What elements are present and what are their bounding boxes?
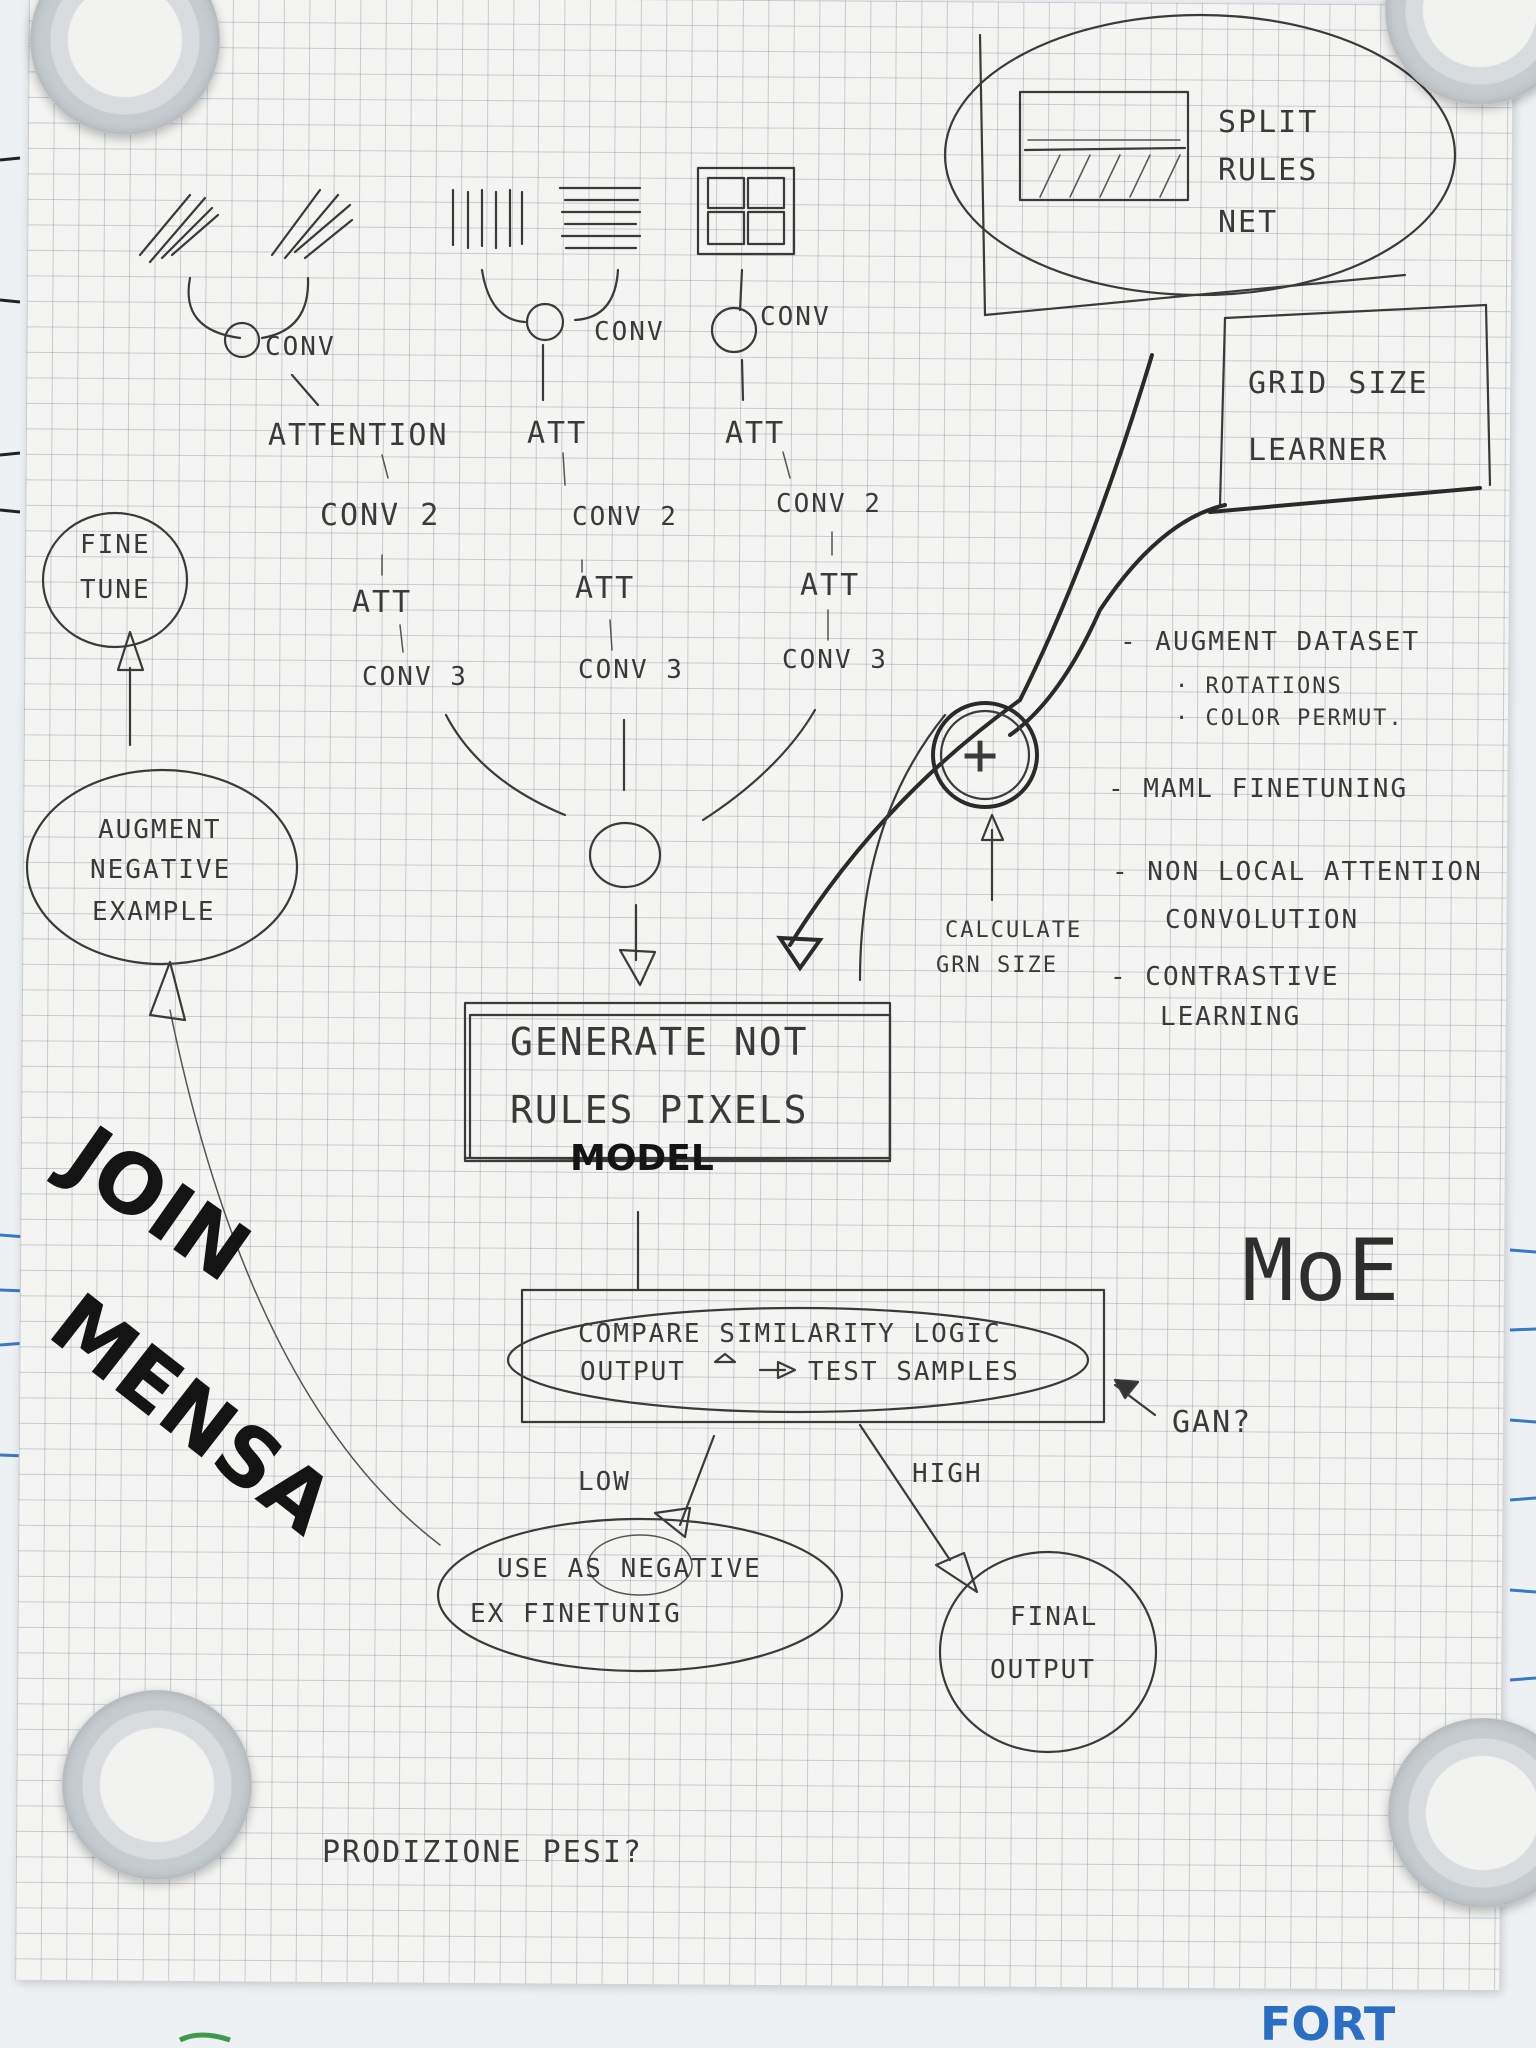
mensa-text: MENSA [33, 1276, 351, 1554]
magnet-bottom-right [1388, 1718, 1536, 1908]
augment-negative-line1: AUGMENT [98, 815, 222, 845]
magnet-bottom-left [62, 1690, 252, 1880]
branch2-att: ATT [527, 416, 587, 451]
branch1-conv3: CONV 3 [362, 662, 468, 692]
fine-tune-line1: FINE [80, 530, 151, 560]
use-negative-line2: EX FINETUNIG [470, 1599, 682, 1629]
use-negative-line1: USE AS NEGATIVE [497, 1554, 762, 1584]
generate-box-line2: RULES PIXELS [510, 1088, 809, 1132]
high-label: HIGH [912, 1459, 983, 1489]
conv-label-a: CONV [265, 332, 336, 362]
branch1-conv2: CONV 2 [320, 498, 440, 533]
branch2-conv3: CONV 3 [578, 655, 684, 685]
bullet-convolution: CONVOLUTION [1165, 905, 1359, 935]
diagonal-filter-icon [138, 188, 354, 264]
augment-negative-line3: EXAMPLE [92, 897, 216, 927]
grid-size-learner-line2: LEARNER [1248, 433, 1388, 468]
grid-size-learner-line1: GRID SIZE [1248, 366, 1429, 401]
compare-box-line1: COMPARE SIMILARITY LOGIC [578, 1319, 1002, 1349]
split-rules-net-line3: NET [1218, 205, 1278, 240]
plus-symbol: + [962, 720, 1000, 790]
calculate-line2: GRN SIZE [936, 953, 1058, 978]
branch1-att: ATT [352, 585, 412, 620]
bullet-learning: LEARNING [1160, 1002, 1301, 1032]
branch2-att2: ATT [575, 571, 635, 606]
model-label: MODEL [570, 1138, 714, 1179]
fine-tune-line2: TUNE [80, 575, 151, 605]
final-output-line1: FINAL [1010, 1602, 1098, 1632]
bottom-note: PRODIZIONE PESI? [322, 1835, 643, 1870]
calculate-line1: CALCULATE [945, 918, 1082, 943]
generate-box-line1: GENERATE NOT [510, 1020, 809, 1064]
low-label: LOW [578, 1467, 631, 1497]
gan-label: GAN? [1172, 1405, 1252, 1440]
final-output-line2: OUTPUT [990, 1655, 1096, 1685]
conv-label-b: CONV [594, 317, 665, 347]
vertical-filter-icon [451, 188, 524, 250]
branch3-conv3: CONV 3 [782, 645, 888, 675]
bullet-contrastive: - CONTRASTIVE [1110, 962, 1340, 992]
branch3-att: ATT [725, 416, 785, 451]
augment-negative-line2: NEGATIVE [90, 855, 231, 885]
branch1-attention: ATTENTION [268, 418, 449, 453]
branch2-conv2: CONV 2 [572, 502, 678, 532]
corner-whiteboard-text: FORT [1260, 1997, 1396, 2048]
split-rules-net-line2: RULES [1218, 153, 1318, 188]
bullet-rotations: · ROTATIONS [1175, 674, 1343, 699]
join-text: JOIN [44, 1106, 266, 1301]
compare-box-test-samples: TEST SAMPLES [808, 1357, 1020, 1387]
bullet-augment-dataset: - AUGMENT DATASET [1120, 627, 1420, 657]
grid-filter-icon [696, 166, 796, 256]
bullet-color-permut: · COLOR PERMUT. [1175, 706, 1404, 731]
bullet-maml-finetuning: - MAML FINETUNING [1108, 774, 1408, 804]
moe-label: MoE [1242, 1221, 1400, 1321]
compare-box-output: OUTPUT [580, 1357, 686, 1387]
horizontal-filter-icon [558, 186, 642, 250]
branch3-att2: ATT [800, 568, 860, 603]
split-rules-net-line1: SPLIT [1218, 105, 1318, 140]
conv-label-c: CONV [760, 302, 831, 332]
branch3-conv2: CONV 2 [776, 489, 882, 519]
bullet-non-local-attention: - NON LOCAL ATTENTION [1112, 857, 1483, 887]
